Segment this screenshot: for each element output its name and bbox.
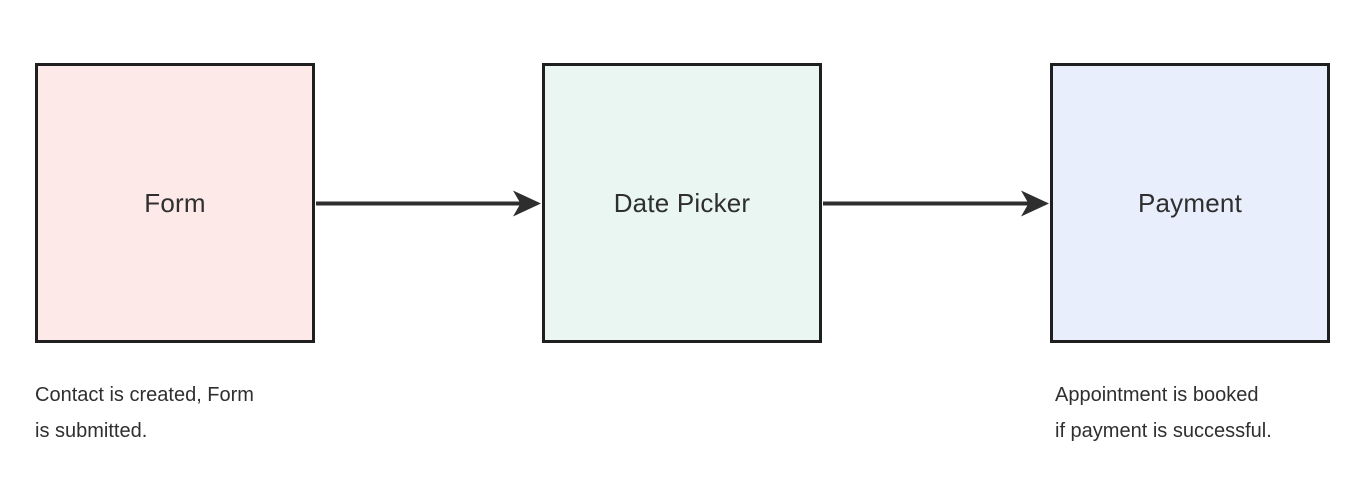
node-label: Date Picker (613, 187, 751, 218)
arrowhead-icon (1021, 190, 1049, 217)
arrow-form-to-date-picker (316, 190, 541, 217)
caption-payment: Appointment is booked if payment is succ… (1055, 377, 1272, 449)
arrow-date-picker-to-payment (823, 190, 1049, 217)
node-form: Form (35, 63, 315, 343)
caption-line: Contact is created, Form (35, 384, 254, 406)
caption-form: Contact is created, Form is submitted. (35, 377, 254, 449)
node-date-picker: Date Picker (542, 63, 822, 343)
caption-line: is submitted. (35, 420, 148, 442)
node-payment: Payment (1050, 63, 1330, 343)
arrowhead-icon (513, 190, 541, 217)
node-label: Payment (1137, 187, 1242, 218)
caption-line: if payment is successful. (1055, 420, 1272, 442)
caption-line: Appointment is booked (1055, 384, 1259, 406)
node-label: Form (144, 187, 206, 218)
